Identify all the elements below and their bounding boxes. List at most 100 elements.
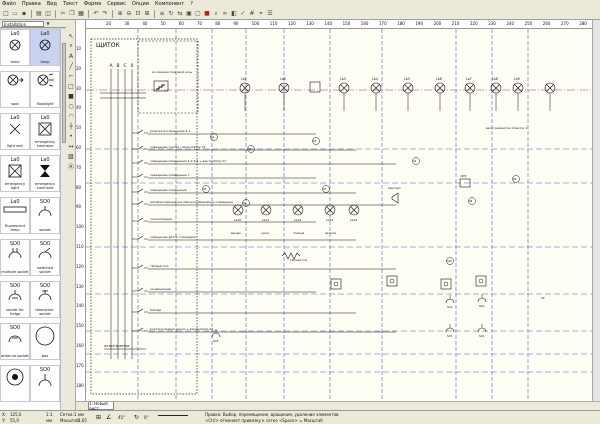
- chevron-down-icon[interactable]: ▼: [46, 21, 50, 26]
- label-tool-icon[interactable]: Ⓐ: [67, 163, 74, 171]
- appliance-dot: [333, 281, 339, 287]
- palette-item[interactable]: SO0: [30, 365, 60, 402]
- menu-item[interactable]: Форма: [83, 1, 102, 7]
- search-icon[interactable]: ⌕: [214, 9, 218, 17]
- menu-item[interactable]: Сервис: [107, 1, 126, 7]
- rotate-icon[interactable]: ↻: [168, 10, 174, 17]
- lamp-cross: [492, 84, 500, 92]
- canvas-vertical-scrollbar[interactable]: [592, 20, 600, 401]
- print-preview-icon[interactable]: ◫: [45, 10, 51, 17]
- measure-tool-icon[interactable]: ↔: [68, 142, 74, 150]
- open-folder-icon[interactable]: ▭: [12, 10, 18, 17]
- heater-symbol: [281, 252, 301, 260]
- list-icon[interactable]: ☰: [267, 10, 273, 17]
- snap-grid-icon[interactable]: ⊞: [96, 414, 102, 421]
- polyline-tool-icon[interactable]: ⌐: [68, 72, 74, 80]
- paste-icon[interactable]: ▦: [78, 10, 84, 17]
- zoom-page-icon[interactable]: ⊞: [144, 10, 150, 17]
- angle-icon[interactable]: ∠: [106, 414, 112, 421]
- library-select[interactable]: Installation: [2, 20, 44, 27]
- ruler-tick-label: 140: [76, 303, 84, 309]
- image-tool-icon[interactable]: ▨: [68, 152, 74, 160]
- pointer-tool-icon[interactable]: ↖: [68, 32, 74, 40]
- grid-icon[interactable]: #: [249, 10, 255, 17]
- line-tool-icon[interactable]: ╱: [69, 62, 73, 70]
- menu-item[interactable]: Опции: [131, 1, 149, 7]
- menu-item[interactable]: Правка: [21, 1, 41, 7]
- menu-item[interactable]: ?: [190, 1, 193, 7]
- new-file-icon[interactable]: □: [3, 10, 9, 17]
- zoom-fit-icon[interactable]: ⊡: [135, 10, 141, 17]
- palette-symbol-icon: [37, 205, 53, 220]
- copy-icon[interactable]: ❐: [69, 10, 75, 17]
- menu-item[interactable]: Вид: [46, 1, 57, 7]
- palette-item[interactable]: floodlight: [30, 71, 60, 108]
- arc-tool-icon[interactable]: ◠: [68, 112, 74, 120]
- print-icon[interactable]: ▤: [36, 10, 42, 17]
- palette-symbol-icon: [38, 37, 52, 54]
- rectangle-tool-icon[interactable]: □: [68, 82, 74, 90]
- check-icon[interactable]: ✓: [240, 10, 246, 17]
- palette-scroll-thumb[interactable]: [62, 43, 66, 143]
- circuit-label: бойлер: [150, 308, 161, 312]
- ruler-tick-label: 170: [379, 21, 387, 26]
- ungroup-icon[interactable]: ▢: [195, 10, 201, 17]
- breaker-contact: [137, 235, 144, 240]
- save-icon[interactable]: ▪: [21, 10, 27, 17]
- angle2-value: 0°: [144, 415, 149, 420]
- junction-tool-icon[interactable]: •: [69, 132, 73, 140]
- wire-tool-icon[interactable]: ┼: [69, 122, 73, 130]
- rotate-angle-icon[interactable]: ↻: [134, 414, 140, 421]
- mirror-icon[interactable]: ⇆: [177, 10, 183, 17]
- cut-icon[interactable]: ✂: [60, 10, 66, 17]
- binoculars-icon[interactable]: ∞: [222, 10, 228, 17]
- undo-icon[interactable]: ↶: [93, 10, 99, 17]
- filled-rect-tool-icon[interactable]: ■: [68, 92, 74, 100]
- switch-label: S8: [469, 199, 473, 203]
- menu-item[interactable]: Текст: [63, 1, 78, 7]
- snap-icon[interactable]: ⌖: [259, 9, 263, 17]
- line-style-preview[interactable]: [158, 415, 188, 417]
- menu-item[interactable]: Файл: [2, 1, 16, 7]
- palette-item[interactable]: [0, 365, 30, 402]
- palette-symbol-icon: [7, 247, 23, 262]
- zoom-out-icon[interactable]: ⊖: [126, 10, 132, 17]
- palette-item[interactable]: box: [30, 323, 60, 360]
- room-tag: ванная: [231, 232, 241, 235]
- layers-icon[interactable]: ◧: [231, 10, 237, 17]
- palette-scrollbar[interactable]: [60, 29, 66, 410]
- room-tag: детская: [325, 232, 336, 235]
- zoom-in-icon[interactable]: ⊕: [117, 10, 123, 17]
- ruler-tick-label: 260: [542, 21, 551, 26]
- zoom-tool-icon[interactable]: ⌕: [69, 42, 73, 49]
- switch-symbol: [512, 175, 520, 183]
- align-icon[interactable]: ≡: [159, 10, 165, 17]
- sheet-tab[interactable]: 1: Новый лист: [88, 401, 114, 411]
- group-icon[interactable]: ▣: [186, 10, 192, 17]
- redo-icon[interactable]: ↷: [102, 10, 108, 17]
- side-note: вал с ремонтом плинтус 1: [486, 126, 528, 130]
- x-coord-label: X:: [2, 412, 7, 417]
- lamp-cross: [241, 84, 249, 92]
- menu-item[interactable]: Компонент: [154, 1, 185, 7]
- switch-label: S1: [211, 135, 215, 139]
- circle-tool-icon[interactable]: ○: [68, 102, 74, 110]
- component-icon[interactable]: ■: [204, 10, 210, 17]
- palette-item[interactable]: spot: [0, 71, 30, 108]
- text-tool-icon[interactable]: A: [68, 52, 74, 60]
